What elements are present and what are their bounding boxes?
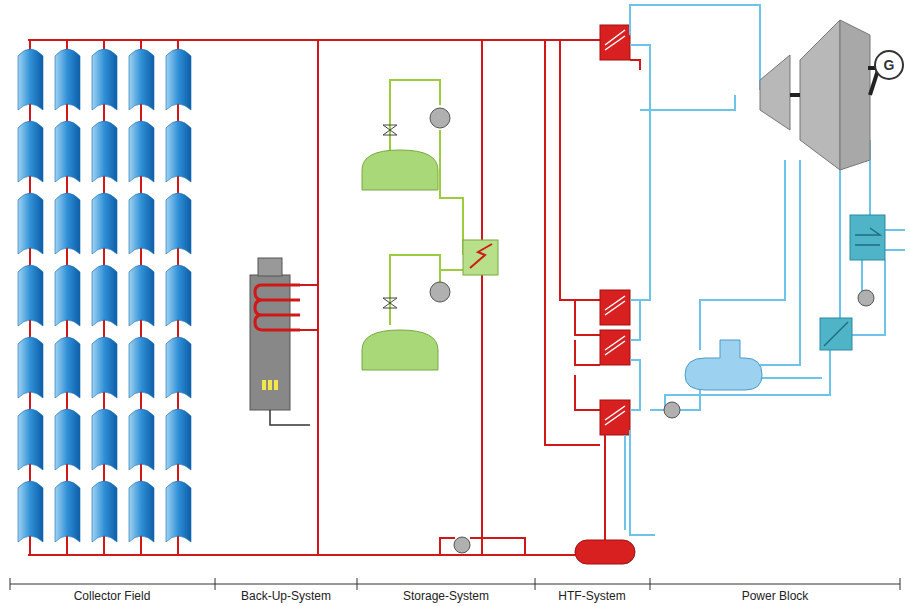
condenser: [820, 215, 885, 350]
section-label: HTF-System: [556, 589, 627, 603]
section-label: Power Block: [740, 589, 811, 603]
back-up-heater: [250, 258, 310, 425]
section-label: Back-Up-System: [239, 589, 333, 603]
section-label: Storage-System: [401, 589, 491, 603]
generator-label: G: [884, 58, 895, 72]
water-steam-pipes: [625, 5, 905, 535]
htf-pipes: [28, 40, 640, 555]
htf-pump: [454, 537, 470, 553]
collector-field: [18, 40, 191, 555]
deaerator: [685, 340, 762, 390]
feed-pump: [664, 402, 680, 418]
generator-circle: G: [874, 50, 904, 80]
section-label: Collector Field: [72, 589, 153, 603]
storage-tanks: [362, 80, 498, 370]
condensate-pump: [858, 290, 874, 306]
steam-turbine: [760, 20, 880, 170]
